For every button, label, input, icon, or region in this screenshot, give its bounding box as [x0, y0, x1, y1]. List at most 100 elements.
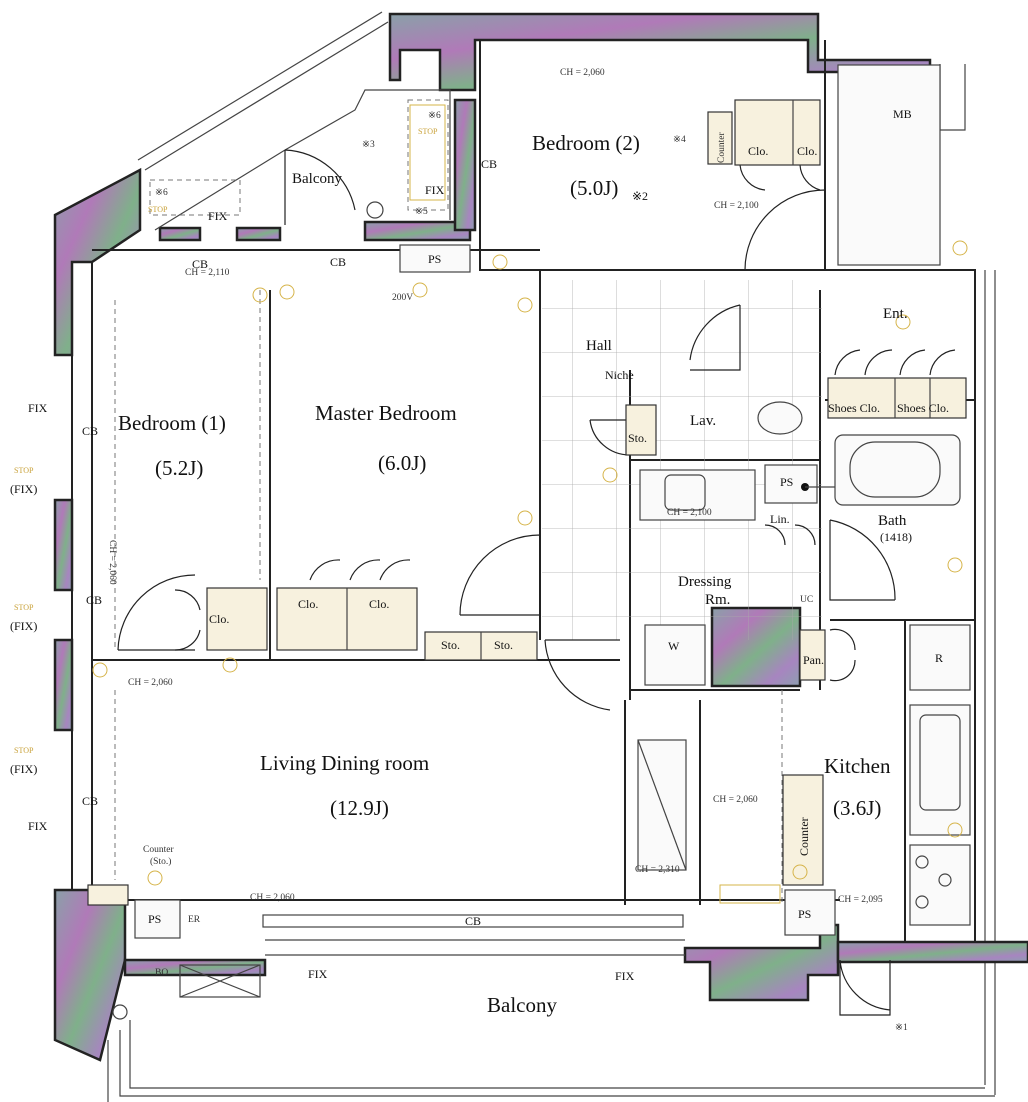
- stove: [909, 844, 971, 926]
- ch-bedroom1-top: CH = 2,110: [185, 268, 230, 278]
- window-sill: [262, 914, 684, 928]
- bedroom2-note: ※2: [632, 189, 648, 203]
- closet-label-4: Clo.: [298, 597, 318, 611]
- ps-label-top: PS: [428, 252, 441, 266]
- note-4: ※4: [673, 135, 686, 145]
- storage-label-1: Sto.: [441, 638, 460, 652]
- room-label-master: Master Bedroom: [315, 401, 457, 425]
- room-size-master: (6.0J): [378, 451, 426, 475]
- bo-box: [179, 964, 261, 998]
- shoes-closet-label-2: Shoes Clo.: [897, 401, 949, 415]
- ch-living-bottom: CH = 2,060: [250, 893, 295, 903]
- hall-tile-floor: [542, 280, 822, 640]
- ps-left: [134, 899, 181, 939]
- storage-units: [87, 99, 967, 906]
- fix-label-6: FIX: [615, 969, 635, 983]
- room-label-bedroom1: Bedroom (1): [118, 411, 226, 435]
- cb-label-2: CB: [86, 593, 102, 607]
- room-label-bath: Bath: [878, 513, 907, 529]
- bedroom1-closet: [206, 587, 268, 651]
- ch-bedroom2: CH = 2,060: [560, 68, 605, 78]
- er-label: ER: [188, 915, 201, 925]
- closet-label-5: Clo.: [369, 597, 389, 611]
- door-swings: [117, 149, 956, 1016]
- closet-label-2: Clo.: [797, 144, 817, 158]
- structural-walls: [53, 12, 1028, 1062]
- room-label-ent: Ent.: [883, 306, 908, 322]
- cb-label-4: CB: [192, 257, 208, 271]
- linen-label: Lin.: [770, 512, 790, 526]
- v200-label: 200V: [392, 293, 413, 303]
- ch-kitchen-right: CH = 2,095: [838, 895, 883, 905]
- fix-label-3: FIX: [208, 209, 228, 223]
- cb-label-1: CB: [82, 424, 98, 438]
- note-3: ※3: [362, 140, 375, 150]
- ch-bedroom2-closet: CH = 2,100: [714, 201, 759, 211]
- room-label-balcony-bottom: Balcony: [487, 993, 557, 1017]
- bo-label: BO: [155, 968, 168, 978]
- room-label-mb: MB: [893, 107, 912, 121]
- room-label-balcony-top: Balcony: [292, 171, 342, 187]
- ch-kitchen-left: CH = 2,060: [713, 795, 758, 805]
- cb-label-6: CB: [465, 914, 481, 928]
- room-size-bath: (1418): [880, 530, 912, 544]
- ps-label-bath: PS: [780, 475, 793, 489]
- top-balcony-outline: [154, 89, 451, 231]
- closet-label-1: Clo.: [748, 144, 768, 158]
- washer-label: W: [668, 639, 680, 653]
- stop-label-4: STOP: [148, 205, 168, 214]
- bedroom2-counter: [707, 111, 733, 165]
- fix-paren-2: (FIX): [10, 619, 37, 633]
- counter-storage-label-2: (Sto.): [150, 856, 171, 867]
- room-size-bedroom1: (5.2J): [155, 456, 203, 480]
- counter-storage: [87, 884, 129, 906]
- cb-label-7: CB: [481, 157, 497, 171]
- stop-label-2: STOP: [14, 603, 34, 612]
- counter-storage-label-1: Counter: [143, 845, 174, 855]
- refrigerator: [909, 624, 971, 691]
- kitchen-counter-label: Counter: [797, 817, 811, 856]
- cb-label-3: CB: [82, 794, 98, 808]
- shoes-closet-label-1: Shoes Clo.: [828, 401, 880, 415]
- washer: [644, 624, 706, 686]
- fix-label-1: FIX: [28, 401, 48, 415]
- bedroom2-closet: [734, 99, 821, 166]
- pantry: [799, 629, 826, 681]
- ch-living-left: CH = 2,060: [128, 678, 173, 688]
- balcony-railings: [107, 11, 996, 1102]
- stop-label-1: STOP: [14, 466, 34, 475]
- fix-label-2: FIX: [28, 819, 48, 833]
- bedroom2-counter-label: Counter: [717, 132, 727, 163]
- room-label-lav: Lav.: [690, 413, 716, 429]
- top-balcony-fix-window: [149, 179, 241, 216]
- ch-lav: CH = 2,100: [667, 508, 712, 518]
- room-size-living: (12.9J): [330, 796, 389, 820]
- hall-storage: [625, 404, 657, 456]
- storage-label-2: Sto.: [494, 638, 513, 652]
- drain-top: [366, 201, 384, 219]
- stop-label-5: STOP: [418, 127, 438, 136]
- ps-label-kitchen: PS: [798, 907, 811, 921]
- stop-label-3: STOP: [14, 746, 34, 755]
- pantry-label: Pan.: [803, 653, 824, 667]
- cb-label-5: CB: [330, 255, 346, 269]
- ch-kitchen-island: CH = 2,310: [635, 865, 680, 875]
- closet-label-3: Clo.: [209, 612, 229, 626]
- niche-label: Niche: [605, 368, 634, 382]
- shoes-closet: [827, 377, 967, 419]
- room-label-hall: Hall: [586, 338, 612, 354]
- fix-label-4: FIX: [425, 183, 445, 197]
- room-label-kitchen: Kitchen: [824, 754, 891, 778]
- fix-paren-1: (FIX): [10, 482, 37, 496]
- fixtures: [112, 64, 971, 1020]
- ps-label-left: PS: [148, 912, 161, 926]
- kitchen-counter: [782, 774, 824, 886]
- storage-label-hall: Sto.: [628, 431, 647, 445]
- room-label-dressing: Dressing: [678, 574, 732, 590]
- toilet: [757, 401, 803, 435]
- fix-label-5: FIX: [308, 967, 328, 981]
- ch-bedroom1-vertical: CH = 2,060: [107, 540, 117, 585]
- ps-shaft: [764, 464, 818, 504]
- ps-top: [399, 244, 471, 273]
- ps-kitchen: [784, 889, 836, 936]
